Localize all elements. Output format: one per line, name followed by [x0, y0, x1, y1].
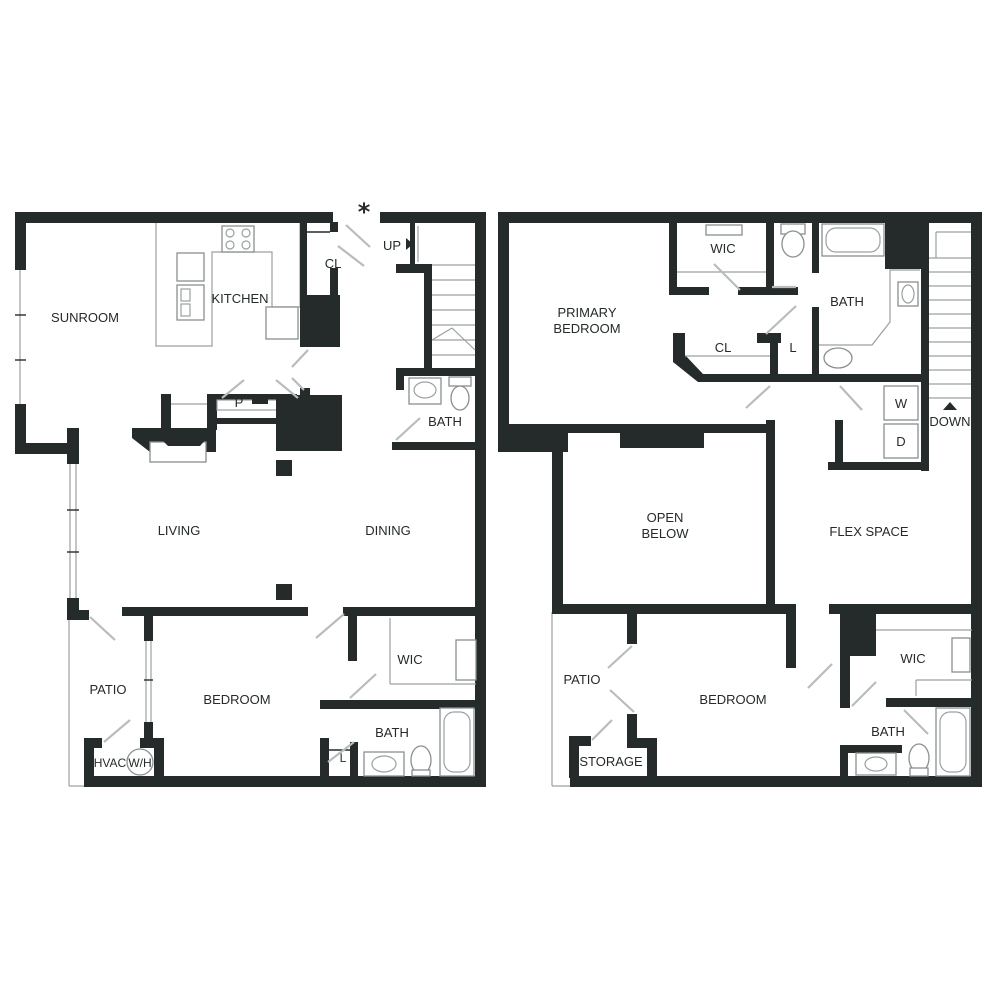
- room-label-living: LIVING: [158, 523, 201, 538]
- room-label-primary-bedroom-line2: BEDROOM: [553, 321, 620, 336]
- room-label-patio: PATIO: [89, 682, 126, 697]
- down-arrow-icon: [943, 402, 957, 410]
- room-label-linen: L: [340, 751, 347, 765]
- room-label-wic: WIC: [397, 652, 422, 667]
- room-label-closet: CL: [715, 340, 732, 355]
- room-label-half-bath: BATH: [428, 414, 462, 429]
- room-label-bedroom: BEDROOM: [203, 692, 270, 707]
- stairs-up: [417, 226, 476, 356]
- room-label-kitchen: KITCHEN: [211, 291, 268, 306]
- room-label-sunroom: SUNROOM: [51, 310, 119, 325]
- first-floor-plan: * SUNROOM KITCHEN CL UP P P BATH LIVING …: [15, 198, 486, 787]
- stairs-down: [929, 231, 971, 399]
- room-label-storage: STORAGE: [579, 754, 643, 769]
- room-label-pantry-1: P: [235, 395, 244, 410]
- room-label-patio-2: PATIO: [563, 672, 600, 687]
- room-label-bath-2: BATH: [871, 724, 905, 739]
- room-label-flex-space: FLEX SPACE: [829, 524, 909, 539]
- room-label-bedroom-2: BEDROOM: [699, 692, 766, 707]
- room-label-primary-bath: BATH: [830, 294, 864, 309]
- dryer-label: D: [896, 434, 905, 449]
- location-marker: *: [358, 198, 371, 226]
- room-label-bath: BATH: [375, 725, 409, 740]
- room-label-primary-bedroom-line1: PRIMARY: [558, 305, 617, 320]
- room-label-primary-wic: WIC: [710, 241, 735, 256]
- room-label-closet: CL: [325, 256, 342, 271]
- room-label-open-below-line2: BELOW: [642, 526, 690, 541]
- room-label-hvac: HVAC: [94, 756, 127, 770]
- room-label-pantry-2: P: [277, 395, 286, 410]
- room-label-linen: L: [789, 340, 796, 355]
- room-label-water-heater: W/H: [128, 756, 151, 770]
- room-label-wic-2: WIC: [900, 651, 925, 666]
- stairs-up-label: UP: [383, 238, 401, 253]
- stairs-down-label: DOWN: [929, 414, 970, 429]
- room-label-open-below-line1: OPEN: [647, 510, 684, 525]
- first-floor-walls: [15, 212, 486, 787]
- up-arrow-icon: [406, 238, 413, 250]
- second-floor-walls: [498, 212, 982, 787]
- second-floor-plan: PRIMARY BEDROOM WIC BATH CL L W D DOWN O…: [498, 212, 982, 787]
- washer-label: W: [895, 396, 908, 411]
- room-label-dining: DINING: [365, 523, 411, 538]
